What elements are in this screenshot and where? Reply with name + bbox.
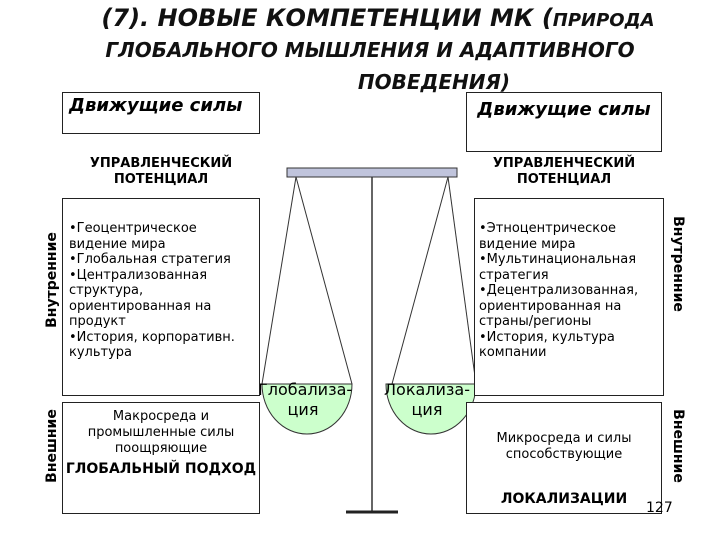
- left-driving-forces-label: Движущие силы: [69, 95, 243, 116]
- list-item: •История, культура компании: [479, 329, 615, 361]
- list-item: •Геоцентрическое видение мира: [69, 221, 197, 252]
- left-external-box: Макросреда и промышленные силы поощряющи…: [62, 402, 260, 514]
- left-internal-box: •Геоцентрическое видение мира •Глобальна…: [62, 198, 260, 396]
- title-line1-main: (7). НОВЫЕ КОМПЕТЕНЦИИ МК (: [101, 4, 553, 32]
- title-line2: ГЛОБАЛЬНОГО МЫШЛЕНИЯ И АДАПТИВНОГО: [105, 38, 635, 62]
- list-item: •Децентрализованная, ориентированная на …: [479, 283, 639, 329]
- list-item: •Глобальная стратегия: [69, 252, 231, 267]
- right-internal-box: •Этноцентрическое видение мира •Мультина…: [474, 198, 664, 396]
- list-item: •Мультинациональная стратегия: [479, 252, 637, 283]
- title-line3: ПОВЕДЕНИЯ): [357, 70, 511, 94]
- right-driving-forces-label: Движущие силы: [477, 99, 651, 120]
- left-pan-label: Глобализа-ция: [258, 380, 353, 419]
- left-driving-forces-box: Движущие силы: [62, 92, 260, 134]
- page-title: (7). НОВЫЕ КОМПЕТЕНЦИИ МК (ПРИРОДА: [18, 4, 720, 32]
- right-string-outer: [447, 176, 477, 385]
- right-approach-label: ЛОКАЛИЗАЦИИ: [500, 491, 628, 507]
- list-item: •Этноцентрическое видение мира: [479, 221, 617, 252]
- left-management-heading: УПРАВЛЕНЧЕСКИЙ ПОТЕНЦИАЛ: [89, 156, 233, 187]
- title-line1-small: ПРИРОДА: [552, 10, 655, 31]
- left-string-outer: [261, 176, 297, 385]
- right-internal-label: Внутренние: [670, 216, 686, 312]
- right-driving-forces-box: Движущие силы: [466, 92, 662, 152]
- right-management-heading: УПРАВЛЕНЧЕСКИЙ ПОТЕНЦИАЛ: [492, 156, 636, 187]
- right-external-text: Микросреда и силы способствующие: [496, 431, 632, 462]
- left-approach-label: ГЛОБАЛЬНЫЙ ПОДХОД: [65, 461, 257, 477]
- right-external-box: Микросреда и силы способствующие ЛОКАЛИЗ…: [466, 402, 662, 514]
- left-pan: [261, 383, 353, 435]
- right-string-inner: [391, 176, 449, 385]
- scale-beam: [286, 167, 458, 178]
- right-pan: [385, 383, 477, 435]
- left-internal-label: Внутренние: [44, 232, 60, 328]
- left-string-inner: [295, 176, 353, 385]
- right-external-label: Внешние: [670, 409, 686, 483]
- left-external-label: Внешние: [44, 409, 60, 483]
- right-pan-label: Локализа-ция: [384, 380, 470, 419]
- list-item: •Централизованная структура, ориентирова…: [69, 267, 212, 330]
- left-external-text: Макросреда и промышленные силы поощряющи…: [87, 409, 235, 456]
- page-number: 127: [646, 500, 673, 516]
- list-item: •История, корпоративн. культура: [69, 329, 235, 361]
